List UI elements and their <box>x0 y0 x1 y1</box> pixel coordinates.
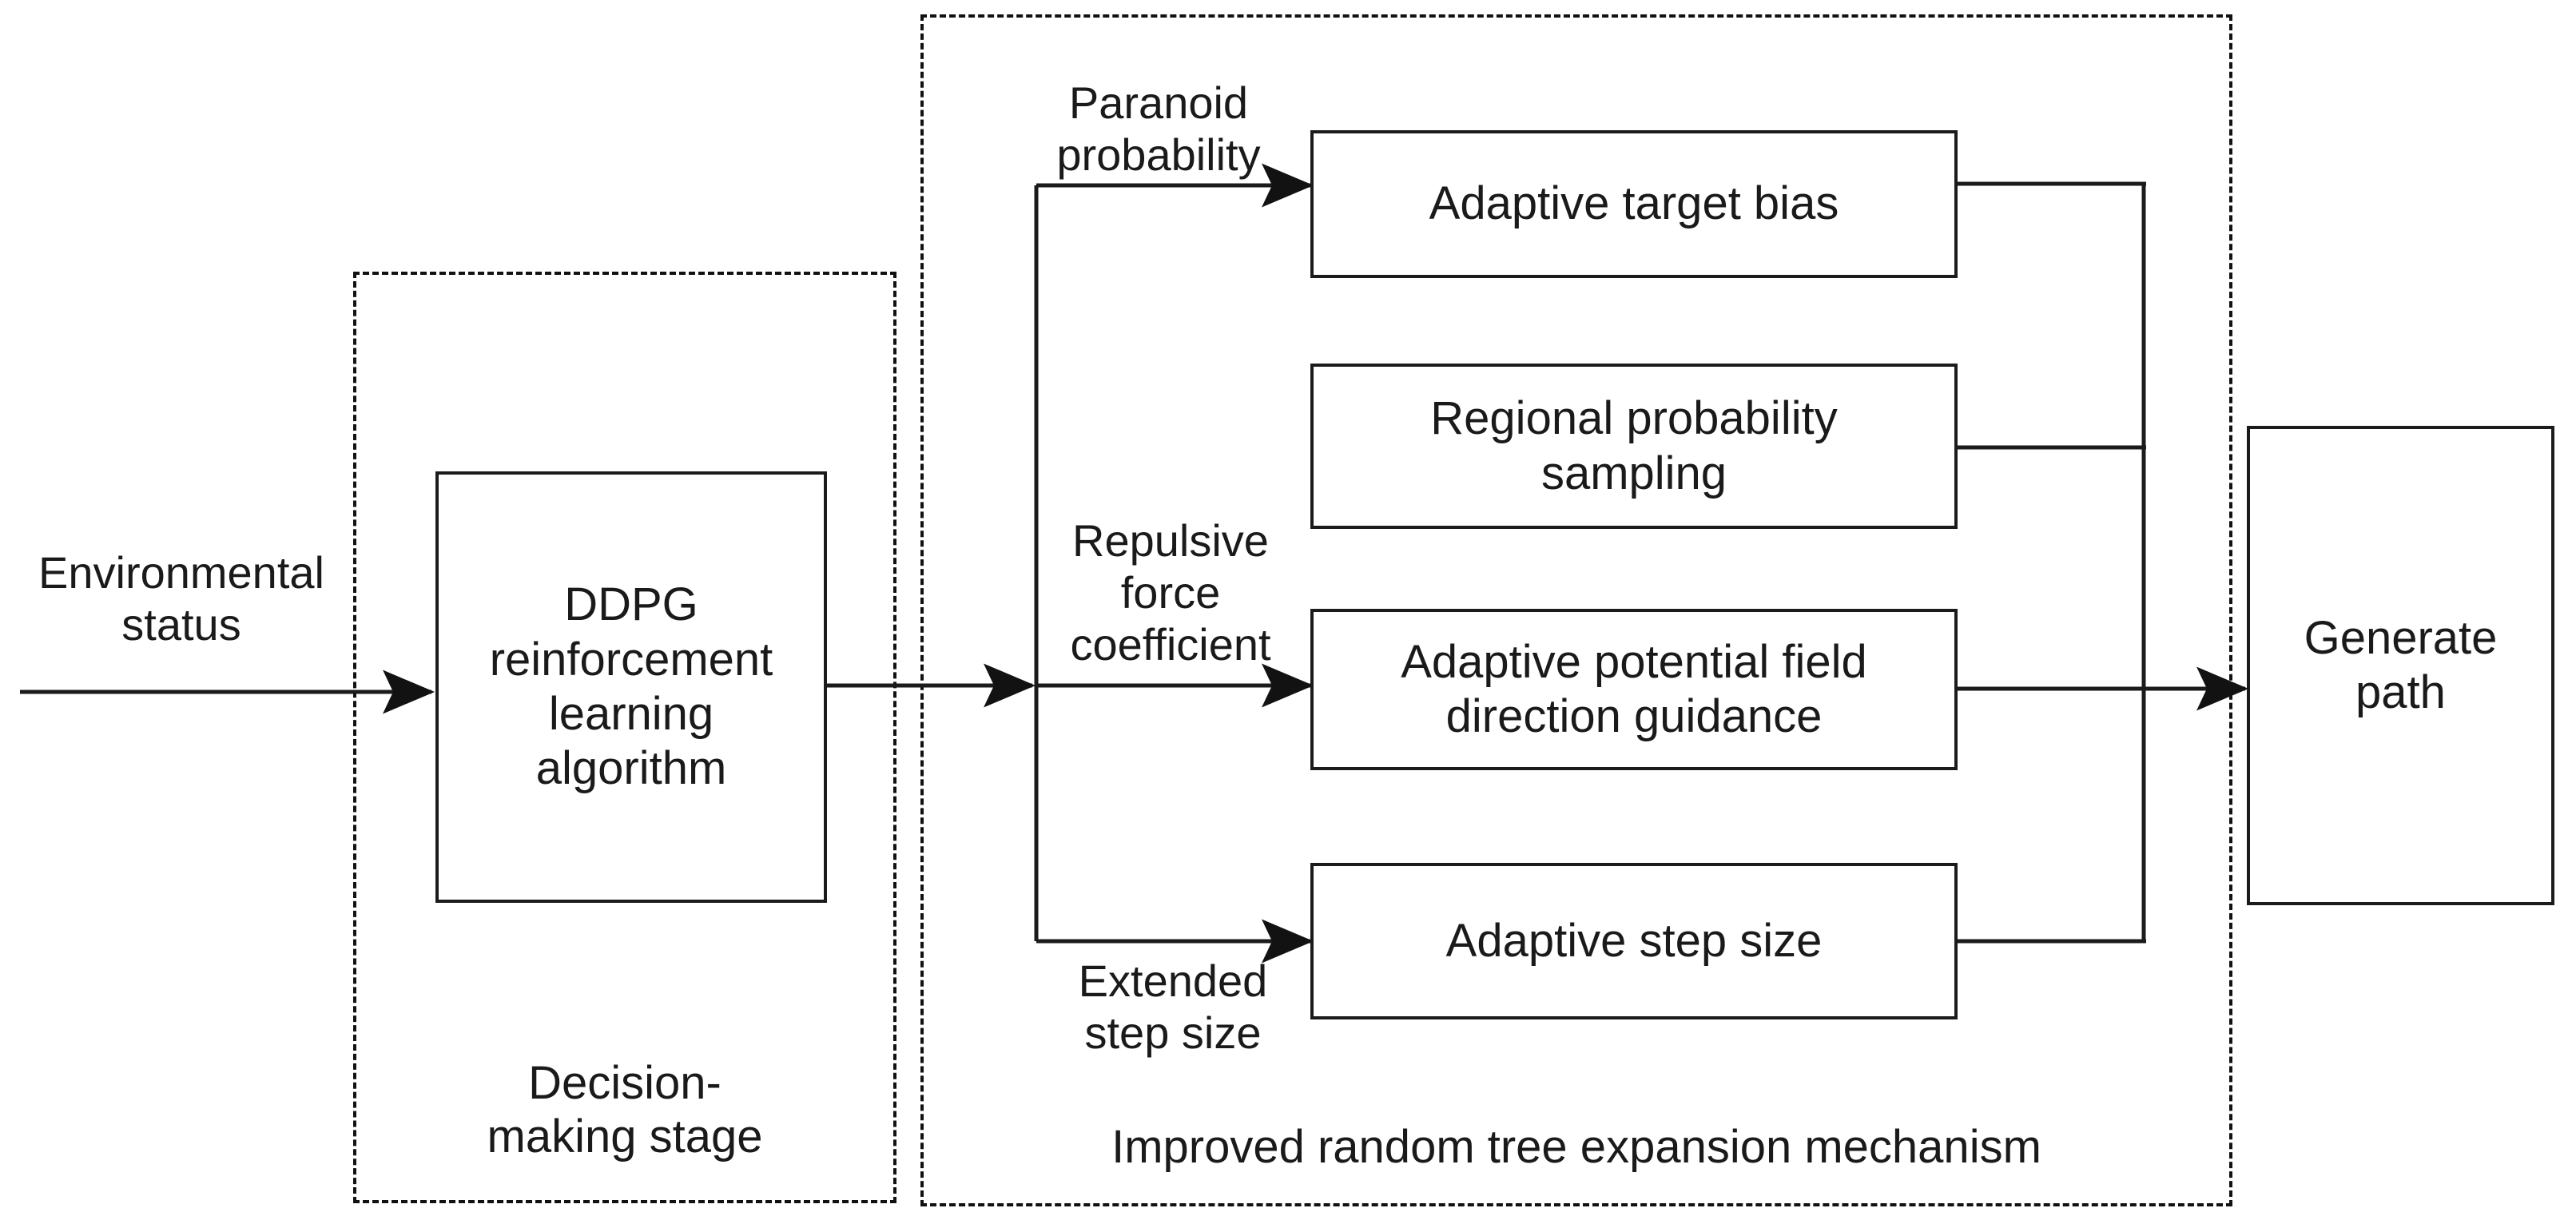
group-caption-decision-making-stage: Decision- making stage <box>487 1057 763 1163</box>
node-regional-probability-sampling-label: Regional probability sampling <box>1430 392 1838 499</box>
node-regional-probability-sampling[interactable]: Regional probability sampling <box>1310 364 1958 529</box>
node-generate-path[interactable]: Generate path <box>2247 426 2554 905</box>
group-caption-improved-random-tree: Improved random tree expansion mechanism <box>1111 1121 2041 1173</box>
node-adaptive-step-size-label: Adaptive step size <box>1445 914 1823 967</box>
group-decision-making-stage <box>353 272 896 1203</box>
node-generate-path-label: Generate path <box>2304 611 2498 718</box>
edge-label-paranoid-probability: Paranoid probability <box>1056 77 1261 180</box>
node-adaptive-potential-field-label: Adaptive potential field direction guida… <box>1401 635 1867 742</box>
node-ddpg[interactable]: DDPG reinforcement learning algorithm <box>435 471 827 903</box>
node-adaptive-target-bias[interactable]: Adaptive target bias <box>1310 130 1958 278</box>
edge-label-extended-step-size: Extended step size <box>1078 956 1268 1058</box>
edge-label-repulsive-force-coefficient: Repulsive force coefficient <box>1070 515 1271 670</box>
node-adaptive-target-bias-label: Adaptive target bias <box>1429 177 1839 230</box>
node-adaptive-step-size[interactable]: Adaptive step size <box>1310 863 1958 1019</box>
node-ddpg-label: DDPG reinforcement learning algorithm <box>489 578 773 795</box>
edge-label-environmental-status: Environmental status <box>38 547 324 650</box>
node-adaptive-potential-field[interactable]: Adaptive potential field direction guida… <box>1310 609 1958 770</box>
group-improved-random-tree <box>920 14 2232 1206</box>
